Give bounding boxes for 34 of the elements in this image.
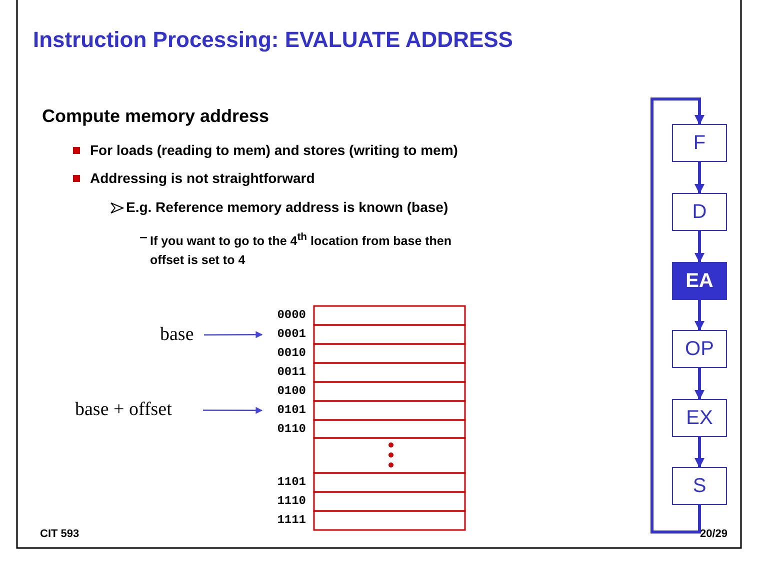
arrow <box>694 368 704 400</box>
bullet-text: E.g. Reference memory address is known (base) <box>126 199 448 215</box>
stage-box: F <box>672 124 727 162</box>
arrow <box>694 162 704 194</box>
bullet-text: Addressing is not straightforward <box>90 170 315 186</box>
address-label: 0001 <box>262 325 306 344</box>
address-label: 1111 <box>276 512 306 529</box>
stage-box: S <box>672 467 727 505</box>
address-label: 0101 <box>262 401 306 420</box>
address-label: 0010 <box>276 345 306 362</box>
arrow <box>694 437 704 468</box>
bullet-text: For loads (reading to mem) and stores (writing to mem) <box>90 142 458 158</box>
heading: Compute memory address <box>42 106 270 127</box>
pointer-label: base <box>160 324 204 346</box>
arrow <box>203 406 263 414</box>
arrow <box>650 98 704 534</box>
stage-box: EX <box>672 399 727 437</box>
address-label: 0100 <box>276 383 306 400</box>
arrow <box>694 300 704 331</box>
address-label: 1110 <box>276 493 306 510</box>
bullet-text: If you want to go to the 4$^{th}$ location from base then offset is set to 4 <box>150 231 453 270</box>
address-label: 0000 <box>276 307 306 324</box>
arrow <box>204 331 263 338</box>
slide-title: Instruction Processing: EVALUATE ADDRESS <box>33 27 513 53</box>
stage-box: OP <box>672 330 727 368</box>
stage-box: D <box>672 193 727 231</box>
address-label: 0110 <box>276 421 306 438</box>
address-label: 1101 <box>276 474 306 491</box>
address-label: 0011 <box>276 364 306 381</box>
arrow <box>694 231 704 263</box>
pointer-label: base + offset <box>75 399 203 421</box>
page-number: 20/29 <box>700 528 728 540</box>
stage-box: EA <box>672 262 727 300</box>
footer-text: CIT 593 <box>40 528 80 540</box>
